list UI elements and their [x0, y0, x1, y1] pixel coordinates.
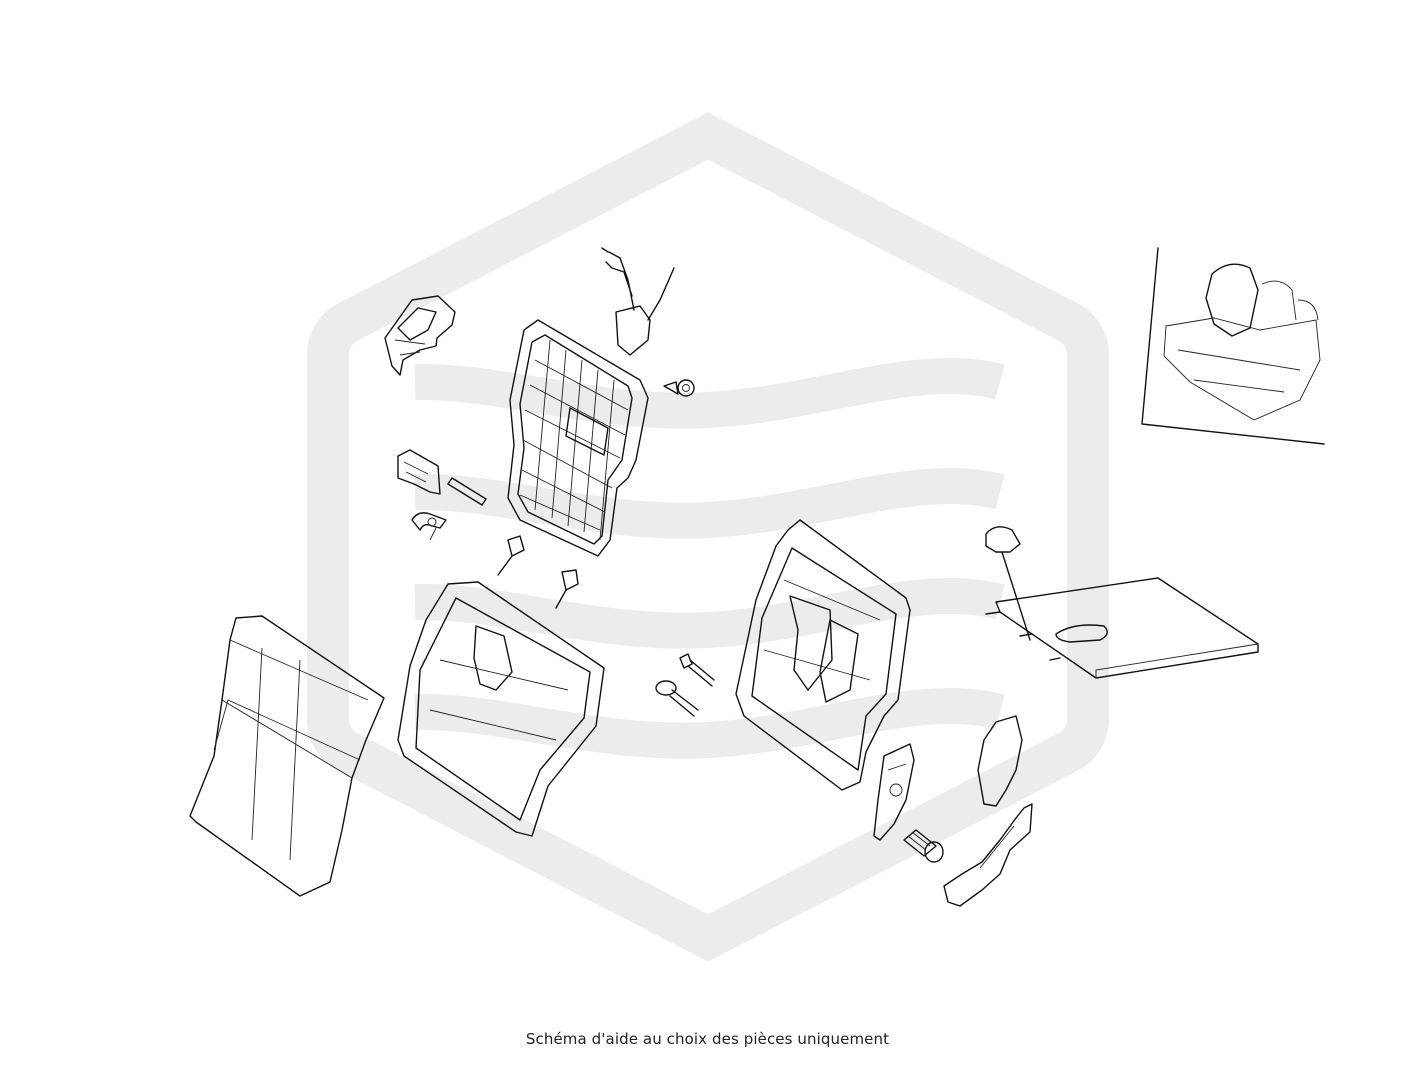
bolt-short[interactable]	[679, 653, 715, 687]
diagram-caption: Schéma d'aide au choix des pièces unique…	[525, 1030, 890, 1048]
seat-cushion-frame[interactable]	[397, 581, 605, 837]
location-inset-seat	[1141, 247, 1325, 445]
seatback-frame-right[interactable]	[735, 519, 911, 791]
pivot-pin[interactable]	[447, 477, 487, 506]
seat-pan-board[interactable]	[985, 577, 1259, 679]
push-clip[interactable]	[663, 379, 695, 397]
recliner-cover[interactable]	[943, 803, 1033, 907]
wiring-harness[interactable]	[601, 247, 675, 356]
guide-sleeve-left[interactable]	[497, 535, 525, 576]
seatback-frame[interactable]	[507, 319, 649, 557]
hinge-bracket[interactable]	[873, 743, 915, 841]
guide-sleeve-right[interactable]	[555, 569, 579, 609]
bolt-washer[interactable]	[655, 680, 699, 717]
seat-cushion-cover[interactable]	[189, 615, 385, 897]
hinge-bolt[interactable]	[903, 829, 944, 863]
cable-clip[interactable]	[985, 526, 1031, 641]
spring-clip[interactable]	[411, 512, 447, 541]
latch-bracket[interactable]	[397, 449, 441, 495]
side-trim-cover[interactable]	[977, 715, 1023, 807]
head-restraint-guide[interactable]	[384, 295, 456, 376]
watermark-logo	[307, 112, 1109, 962]
